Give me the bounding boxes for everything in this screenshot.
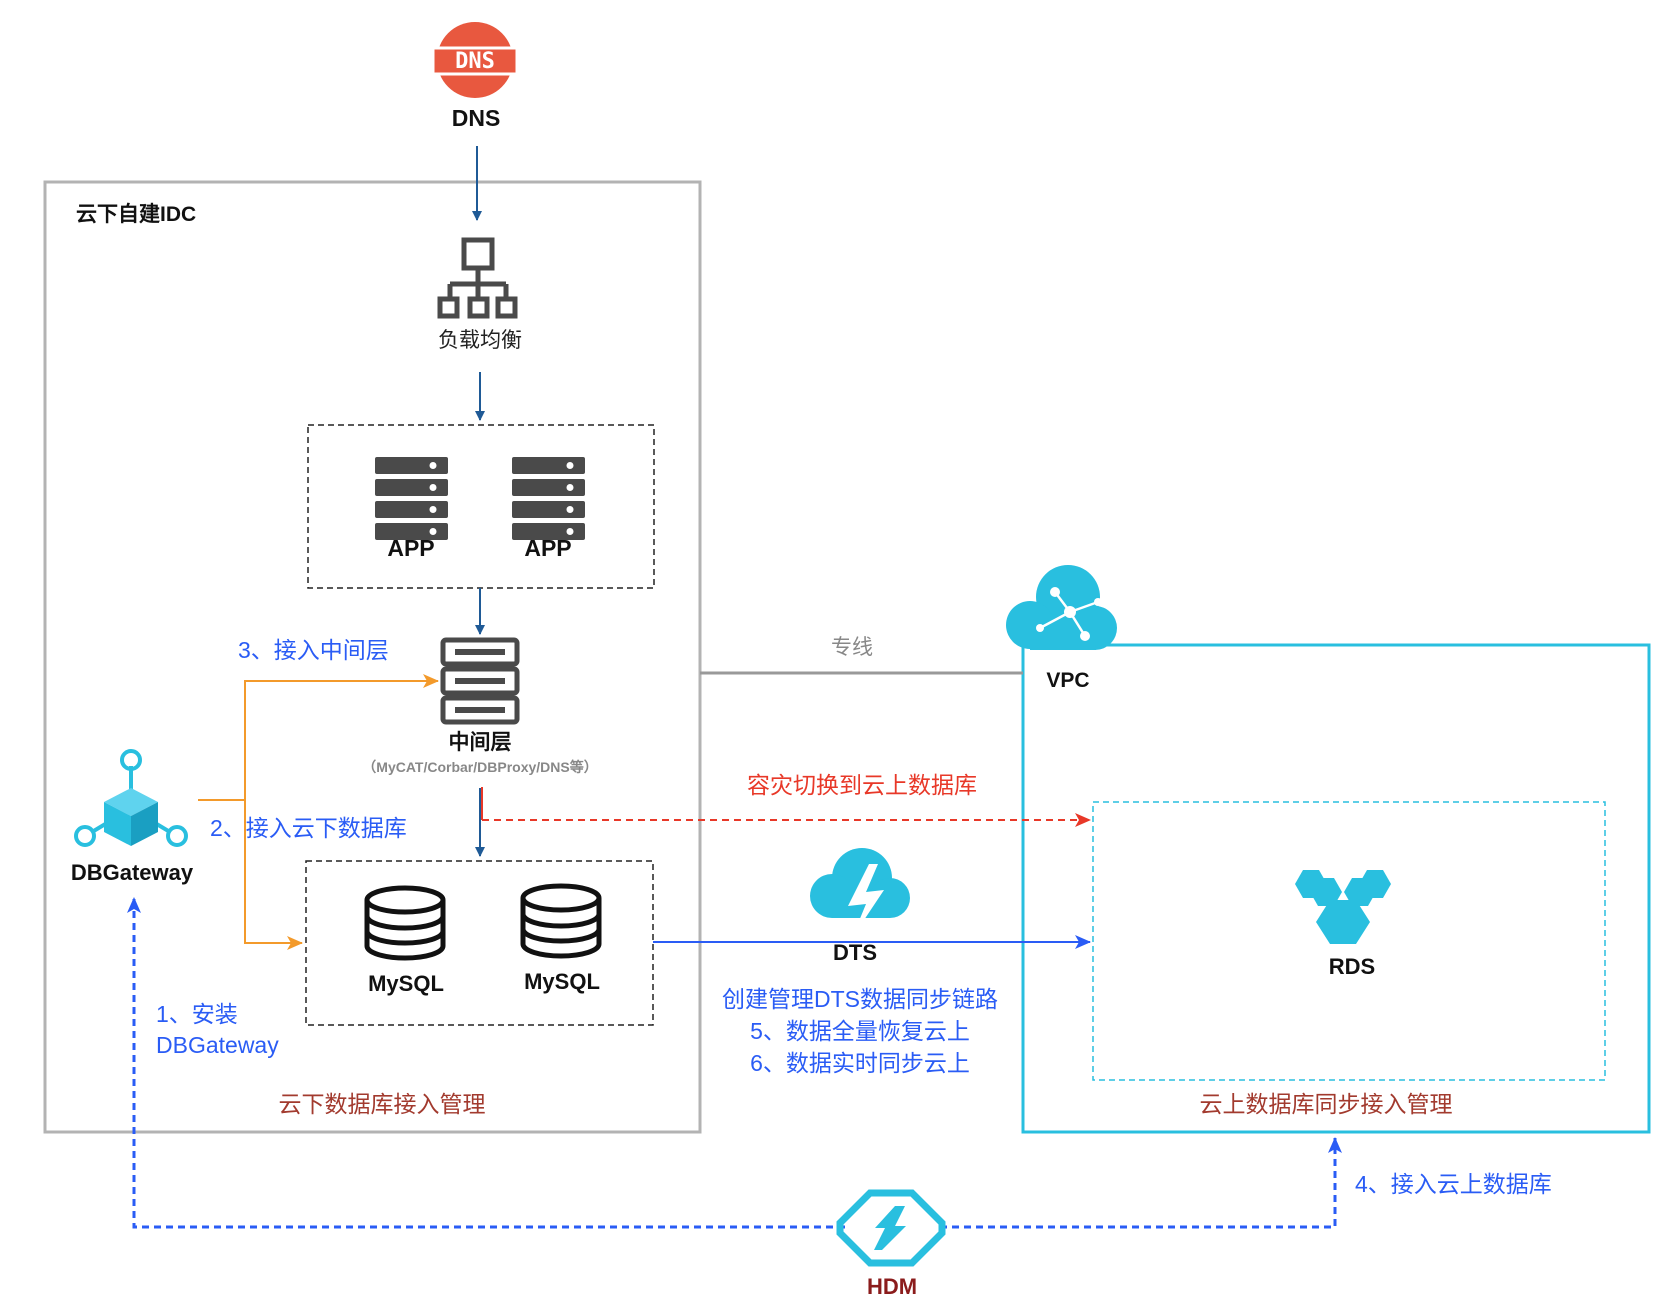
dns-icon: DNS	[431, 22, 519, 98]
middle-layer-server-icon	[440, 637, 520, 725]
step1-label-line2: DBGateway	[156, 1032, 279, 1058]
hdm-to-rds-edge	[940, 1137, 1342, 1229]
app-server-icon	[512, 457, 585, 540]
idc-container	[43, 180, 702, 1134]
hdm-label: HDM	[866, 1274, 918, 1299]
dbgateway-to-middle-edge	[198, 674, 439, 801]
dns-icon-text: DNS	[455, 49, 495, 74]
step1-label-line1: 1、安装	[156, 1001, 238, 1027]
idc-title: 云下自建IDC	[76, 203, 197, 226]
app-label: APP	[387, 535, 435, 561]
middle-layer-label: 中间层	[448, 731, 512, 754]
step2-label: 2、接入云下数据库	[210, 815, 407, 841]
load-balancer-label: 负载均衡	[438, 329, 522, 352]
rds-group-box	[1092, 801, 1606, 1081]
cloud-container	[1021, 643, 1651, 1134]
mysql-label: MySQL	[368, 971, 444, 996]
middle-layer-sublabel: （MyCAT/Corbar/DBProxy/DNS等）	[362, 759, 598, 775]
dts-label-line2: 5、数据全量恢复云上	[750, 1018, 970, 1044]
app-group-box	[307, 424, 655, 589]
dbgateway-label: DBGateway	[70, 860, 194, 885]
vpc-label: VPC	[1046, 669, 1090, 692]
dts-icon	[810, 848, 910, 938]
dts-label: DTS	[833, 940, 877, 965]
rds-label: RDS	[1328, 954, 1376, 979]
mysql-database-icon	[364, 885, 446, 961]
cloud-footer: 云上数据库同步接入管理	[1199, 1091, 1453, 1117]
idc-footer: 云下数据库接入管理	[278, 1091, 486, 1117]
vpc-cloud-icon	[1006, 565, 1117, 650]
load-balancer-icon	[437, 237, 518, 319]
mysql-group-box	[305, 860, 654, 1026]
dts-label-line1: 创建管理DTS数据同步链路	[722, 986, 998, 1012]
dedicated-line-label: 专线	[831, 636, 873, 659]
mysql-label: MySQL	[524, 969, 600, 994]
app-label: APP	[524, 535, 572, 561]
dbgateway-icon	[74, 749, 188, 847]
mysql-database-icon	[520, 883, 602, 959]
dns-label: DNS	[451, 105, 501, 131]
step3-label: 3、接入中间层	[238, 637, 389, 663]
hdm-to-dbgateway-edge	[127, 897, 845, 1229]
dts-label-line3: 6、数据实时同步云上	[750, 1050, 970, 1076]
dbgateway-to-mysql-edge	[244, 800, 303, 950]
app-server-icon	[375, 457, 448, 540]
failover-label: 容灾切换到云上数据库	[747, 772, 977, 798]
rds-icon	[1295, 870, 1391, 944]
hdm-icon	[836, 1189, 946, 1267]
step4-label: 4、接入云上数据库	[1355, 1171, 1552, 1197]
